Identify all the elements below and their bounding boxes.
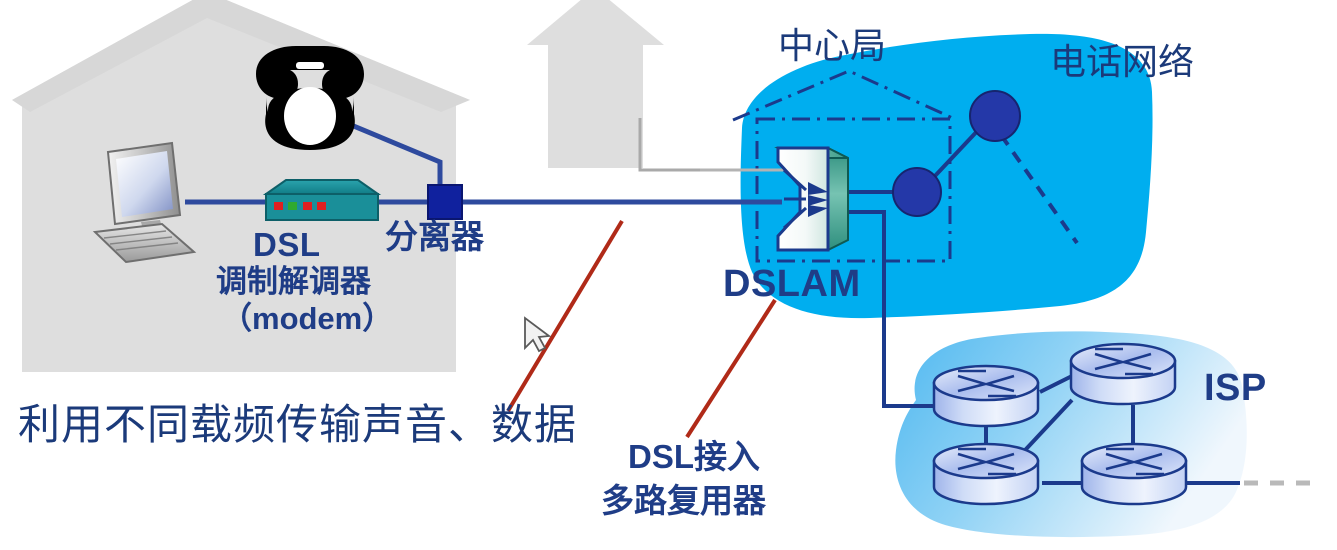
dsl-modem <box>262 179 382 221</box>
switch-node-1 <box>892 167 942 217</box>
label-dslam-note-line2: 多路复用器 <box>601 482 766 519</box>
annotation-leader-left <box>506 219 624 413</box>
modem-led-1 <box>274 202 283 210</box>
isp-router-4 <box>1080 442 1188 506</box>
central-office-box <box>755 117 952 263</box>
label-central-office: 中心局 <box>778 26 887 66</box>
label-dslam-note-line1: DSL接入 <box>628 438 760 475</box>
central-office-boundary <box>732 69 958 122</box>
isp-router-2 <box>1069 342 1177 406</box>
second-house-drop-line <box>638 118 742 172</box>
label-splitter: 分离器 <box>385 218 484 255</box>
mouse-cursor <box>524 316 552 353</box>
telephone <box>256 46 364 150</box>
label-dsl-modem-cn: 调制解调器 <box>216 264 371 299</box>
modem-led-2 <box>288 202 297 210</box>
modem-led-3 <box>303 202 312 210</box>
splitter <box>427 184 463 220</box>
label-isp: ISP <box>1204 367 1267 409</box>
label-bottom-note: 利用不同载频传输声音、数据 <box>18 403 578 449</box>
isp-router-3 <box>932 442 1040 506</box>
link-dslam-isp <box>848 210 952 408</box>
dslam-device <box>774 146 849 252</box>
switch-node-2 <box>969 90 1021 142</box>
label-telephone-network: 电话网络 <box>1050 42 1195 82</box>
second-house <box>527 0 664 168</box>
link-telephone-splitter <box>343 119 443 188</box>
label-dsl-modem-en: （modem） <box>221 301 394 336</box>
isp-router-1 <box>932 364 1040 428</box>
computer <box>92 141 197 264</box>
link-isp-r1-r2 <box>1039 373 1075 394</box>
link-switch1-switch2 <box>932 124 984 179</box>
telephone-network-cloud <box>740 33 1153 319</box>
label-dsl-modem-title: DSL <box>253 226 321 263</box>
modem-led-4 <box>317 202 326 210</box>
label-dslam: DSLAM <box>723 263 861 305</box>
annotation-leader-right <box>685 298 777 439</box>
link-switch2-network-dashed <box>999 133 1079 245</box>
